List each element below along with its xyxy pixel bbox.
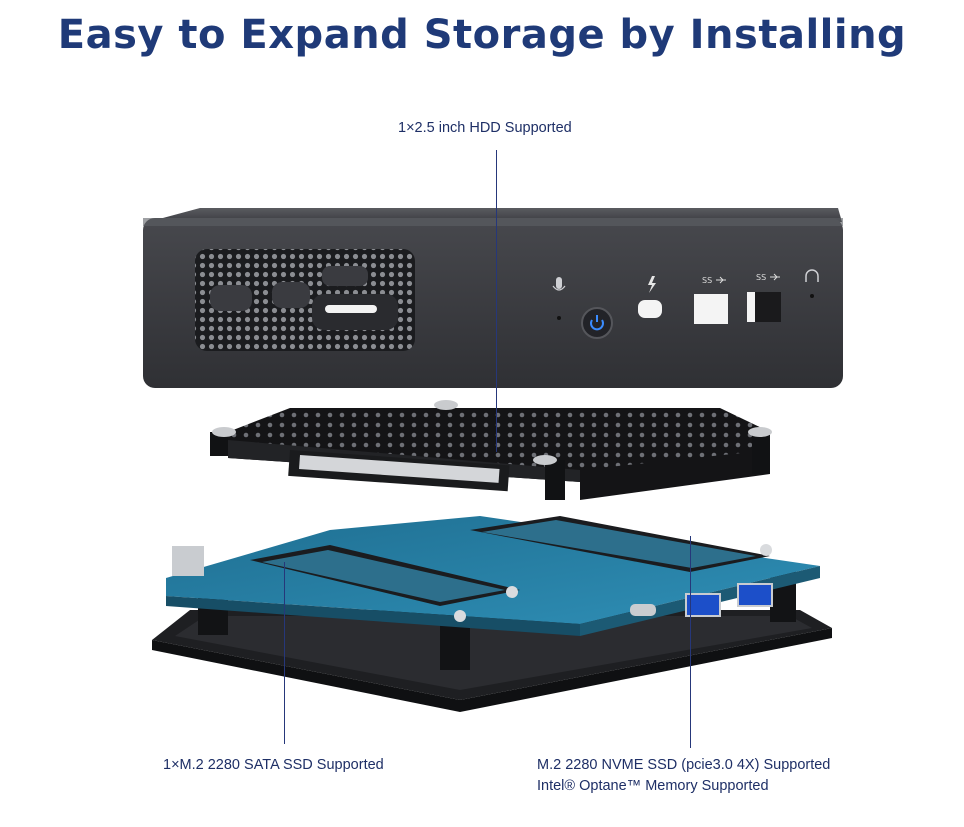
nvme-callout-line: [690, 536, 691, 748]
hdd-callout-line: [496, 150, 497, 452]
microphone-icon: [552, 277, 566, 320]
usb-a-port-2: SS: [747, 273, 781, 322]
page-title: Easy to Expand Storage by Installing: [57, 12, 907, 58]
base-tray: [152, 610, 832, 712]
hdd-bracket: [210, 400, 772, 500]
board-usb-port-2: [737, 583, 773, 607]
nvme-callout-line1: M.2 2280 NVME SSD (pcie3.0 4X) Supported: [537, 757, 831, 773]
io-port: [172, 546, 204, 576]
sata-callout: 1×M.2 2280 SATA SSD Supported: [163, 757, 384, 773]
top-case: SS SS: [143, 208, 843, 388]
thunderbolt-icon: [648, 276, 656, 293]
hdd-callout: 1×2.5 inch HDD Supported: [398, 120, 572, 136]
headphone-icon: [805, 269, 819, 298]
usb-c-port: [638, 300, 662, 318]
usb-a-port: SS: [694, 276, 728, 324]
board-usb-port: [685, 593, 721, 617]
nvme-callout-line2: Intel® Optane™ Memory Supported: [537, 778, 769, 794]
motherboard: [166, 516, 820, 670]
sata-callout-line: [284, 562, 285, 744]
usb-ss-label: SS: [702, 276, 712, 285]
power-button: [581, 307, 613, 339]
usb-ss-label-2: SS: [756, 273, 766, 282]
